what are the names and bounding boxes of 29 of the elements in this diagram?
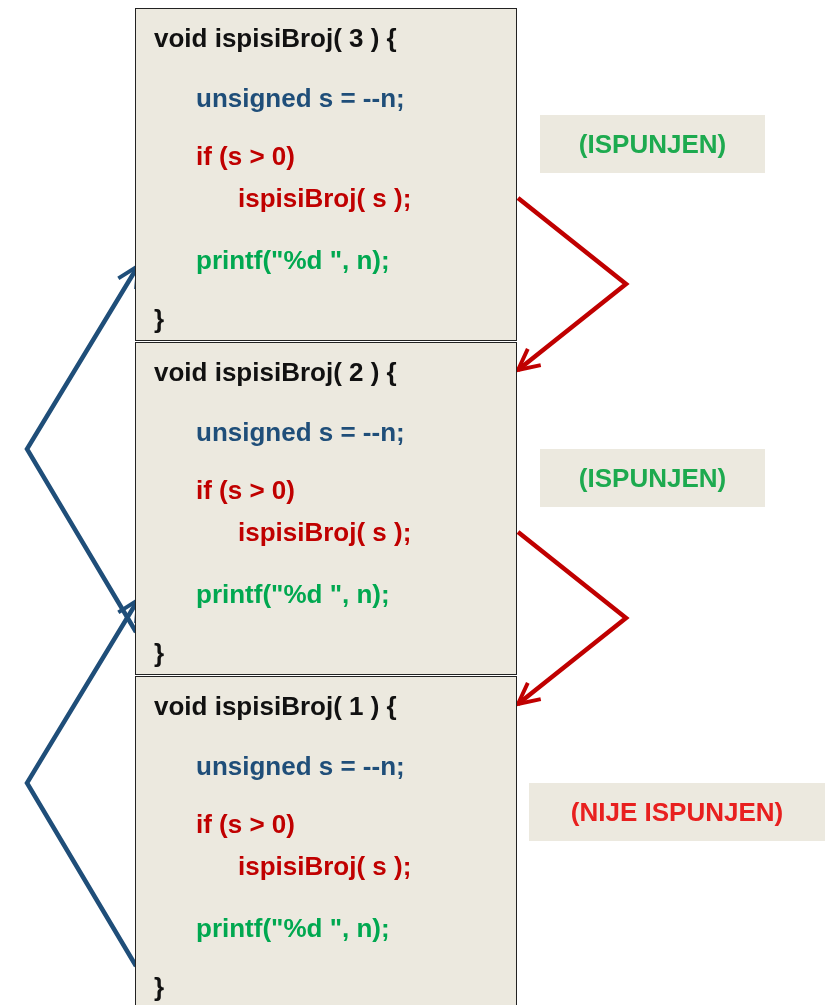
code-line: if (s > 0) (196, 475, 295, 505)
code-line: unsigned s = --n; (196, 417, 405, 447)
code-line: unsigned s = --n; (196, 751, 405, 781)
condition-label (540, 115, 765, 173)
code-line: } (154, 638, 165, 668)
condition-text: (ISPUNJEN) (578, 128, 727, 160)
code-line: ispisiBroj( s ); (238, 851, 412, 881)
stack-frame-box (135, 342, 517, 675)
condition-label (529, 783, 825, 841)
code-line: void ispisiBroj( 2 ) { (154, 357, 397, 387)
stack-frame-box (135, 8, 517, 341)
code-line: ispisiBroj( s ); (238, 517, 412, 547)
condition-text: (ISPUNJEN) (578, 462, 727, 494)
code-line: if (s > 0) (196, 141, 295, 171)
stack-frame-box (135, 676, 517, 1005)
code-line: unsigned s = --n; (196, 83, 405, 113)
code-line: printf("%d ", n); (196, 913, 390, 943)
code-line: if (s > 0) (196, 809, 295, 839)
code-line: printf("%d ", n); (196, 245, 390, 275)
arrow (516, 196, 630, 372)
code-line: printf("%d ", n); (196, 579, 390, 609)
code-line: } (154, 972, 165, 1002)
code-line: void ispisiBroj( 3 ) { (154, 23, 397, 53)
arrow (516, 530, 630, 706)
code-line: } (154, 304, 165, 334)
code-line: ispisiBroj( s ); (238, 183, 412, 213)
condition-label (540, 449, 765, 507)
code-line: void ispisiBroj( 1 ) { (154, 691, 397, 721)
condition-text: (NIJE ISPUNJEN) (570, 796, 784, 828)
